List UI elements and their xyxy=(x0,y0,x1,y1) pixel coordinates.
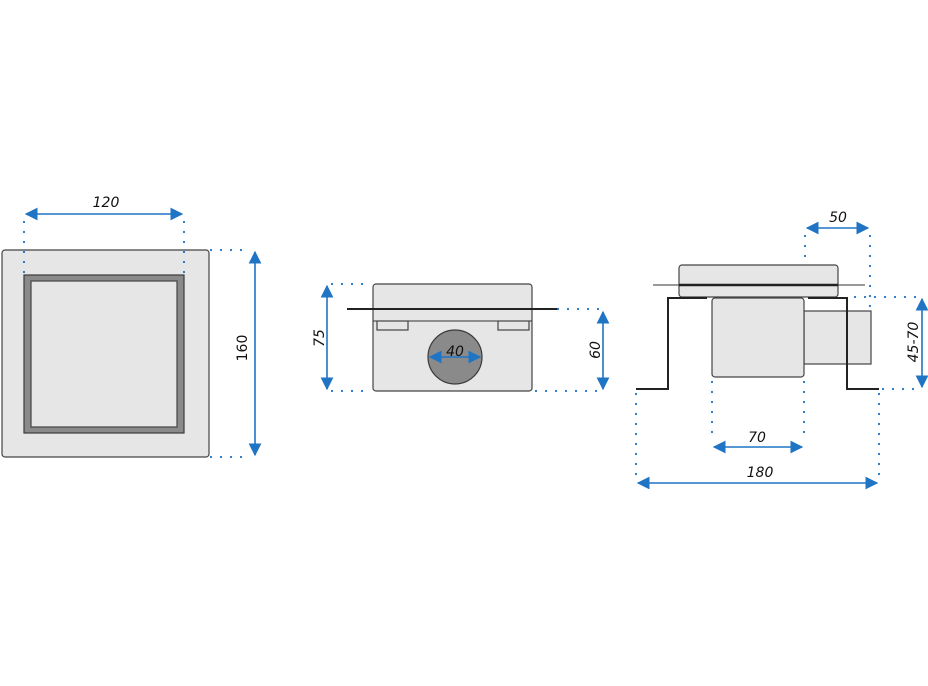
grate-insert xyxy=(30,280,178,428)
bracket-right xyxy=(808,297,879,390)
front-view: 40 75 60 xyxy=(312,282,610,393)
dimension-label-180: 180 xyxy=(747,465,774,481)
side-view: 50 45-70 70 180 xyxy=(634,210,928,490)
dimension-label-120: 120 xyxy=(93,195,120,211)
drain-body xyxy=(711,297,805,378)
bracket-left xyxy=(636,297,707,390)
dimension-label-40: 40 xyxy=(446,344,464,360)
dimension-label-50: 50 xyxy=(829,210,847,226)
tab-left xyxy=(376,320,409,331)
dimension-label-70: 70 xyxy=(748,430,766,446)
tab-right xyxy=(497,320,530,331)
dimension-label-160: 160 xyxy=(235,335,251,362)
top-plate xyxy=(678,264,839,298)
dimension-label-75: 75 xyxy=(312,329,328,347)
dimension-label-45-70: 45-70 xyxy=(906,322,922,363)
outlet-pipe xyxy=(803,310,872,365)
top-view: 120 160 xyxy=(1,195,262,459)
dimension-label-60: 60 xyxy=(588,341,604,359)
